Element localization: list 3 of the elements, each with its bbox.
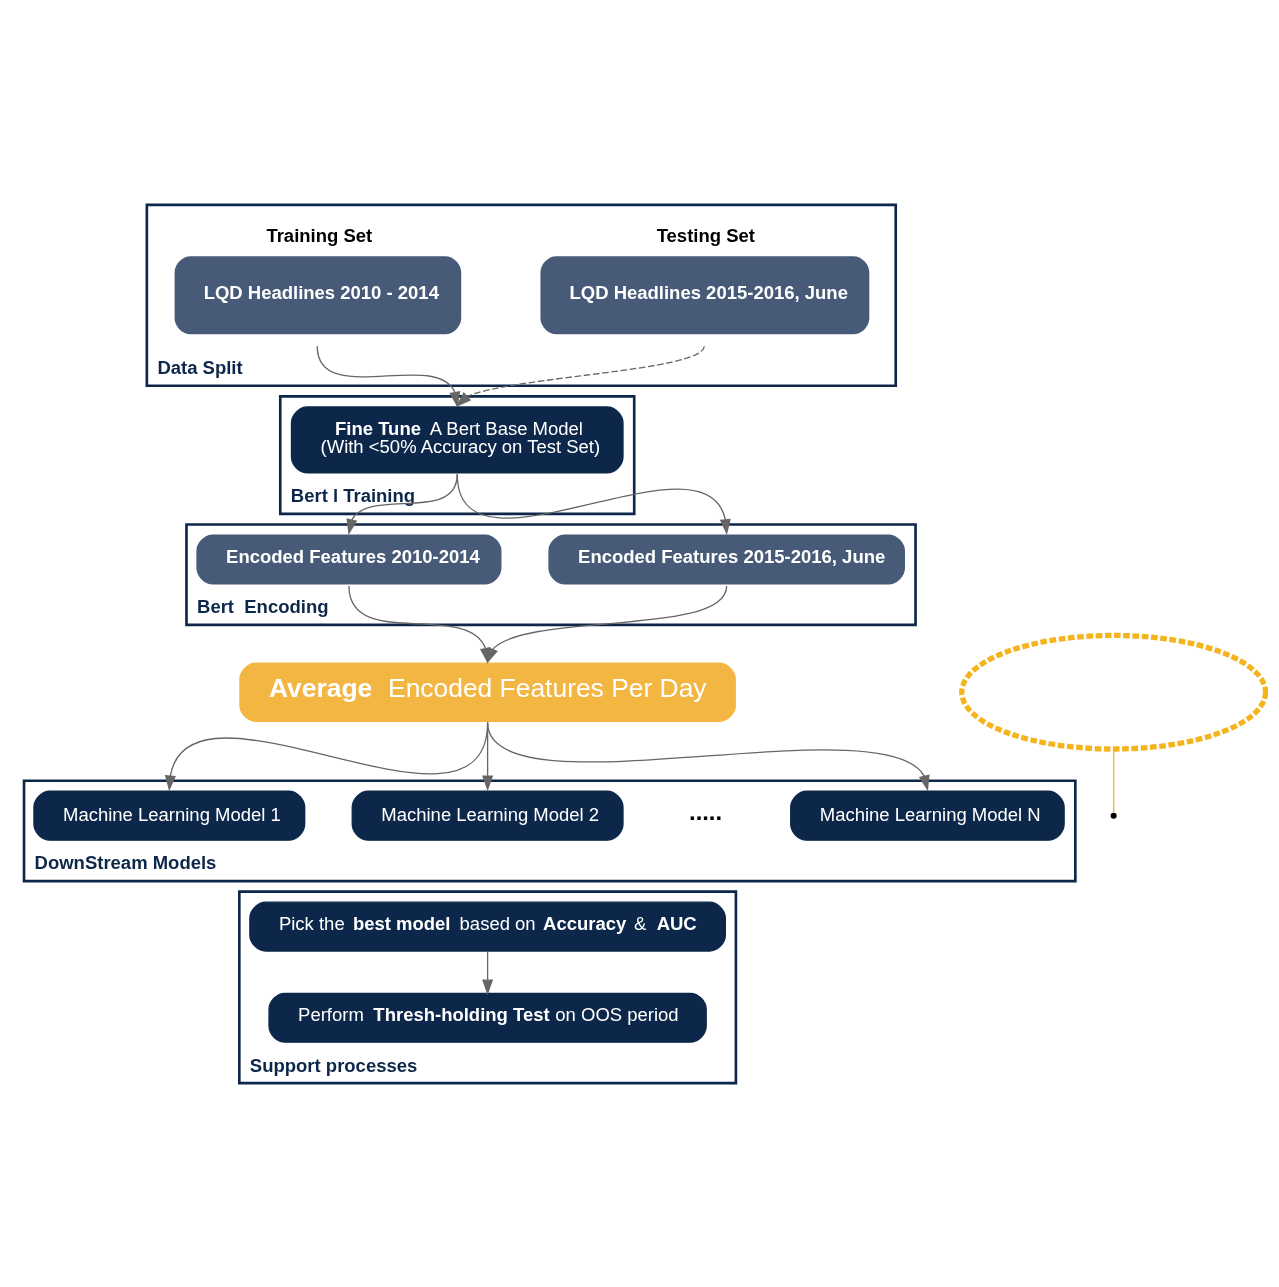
node-label: Testing Set — [656, 224, 755, 246]
node-label: Training Set — [266, 224, 373, 246]
label: ..... — [689, 797, 723, 825]
